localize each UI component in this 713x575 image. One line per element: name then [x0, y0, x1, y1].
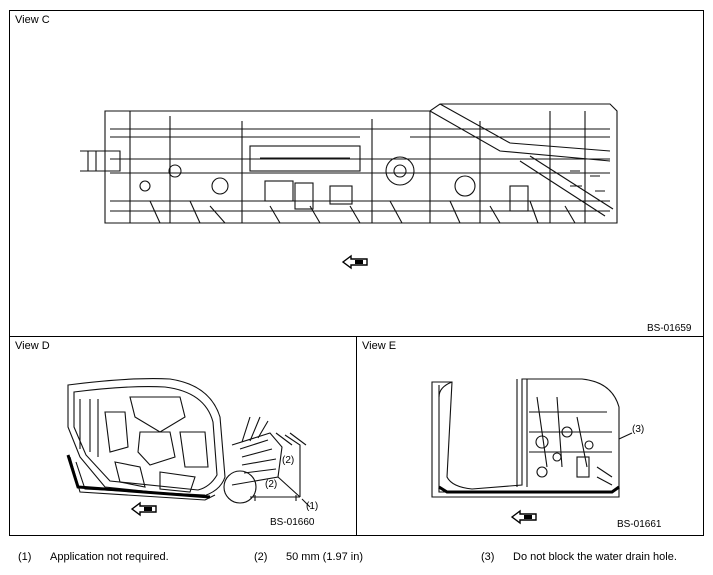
front-arrow-icon: [510, 509, 537, 525]
view-c-title: View C: [15, 14, 50, 26]
view-c-illustration: [80, 103, 618, 270]
view-d-title: View D: [15, 340, 50, 352]
view-c-code: BS-01659: [647, 323, 692, 334]
view-d-illustration: [66, 378, 311, 517]
underbody-drawing: [80, 103, 618, 224]
view-e-title: View E: [362, 340, 397, 352]
legend-text-1: Application not required.: [50, 551, 169, 563]
view-e-illustration: [431, 378, 633, 525]
legend-number-1: (1): [18, 551, 32, 563]
legend-item-3: (3) Do not block the water drain hole.: [481, 551, 677, 563]
legend-item-1: (1) Application not required.: [18, 551, 169, 563]
view-d-callout-2a: (2): [282, 455, 295, 466]
sealer-bead: [438, 485, 620, 494]
trunk-floor-drawing: [431, 378, 633, 498]
legend-number-2: (2): [254, 551, 268, 563]
rear-panel-drawing: [67, 378, 311, 508]
view-c-panel: View C: [9, 10, 704, 337]
view-d-code: BS-01660: [270, 517, 315, 528]
view-d-panel: View D: [9, 336, 357, 536]
view-d-callout-2b: (2): [265, 479, 278, 490]
legend-number-3: (3): [481, 551, 495, 563]
view-e-code: BS-01661: [617, 519, 662, 530]
legend-text-2: 50 mm (1.97 in): [286, 551, 364, 563]
legend-item-2: (2) 50 mm (1.97 in): [254, 551, 363, 563]
view-e-callout-3: (3): [632, 424, 645, 435]
front-arrow-icon: [130, 501, 157, 517]
legend-text-3: Do not block the water drain hole.: [513, 551, 677, 563]
front-arrow-icon: [341, 254, 368, 270]
view-e-panel: View E (3) BS-01661: [356, 336, 704, 536]
sealer-bead: [66, 454, 211, 499]
view-d-callout-1: (1): [306, 501, 319, 512]
